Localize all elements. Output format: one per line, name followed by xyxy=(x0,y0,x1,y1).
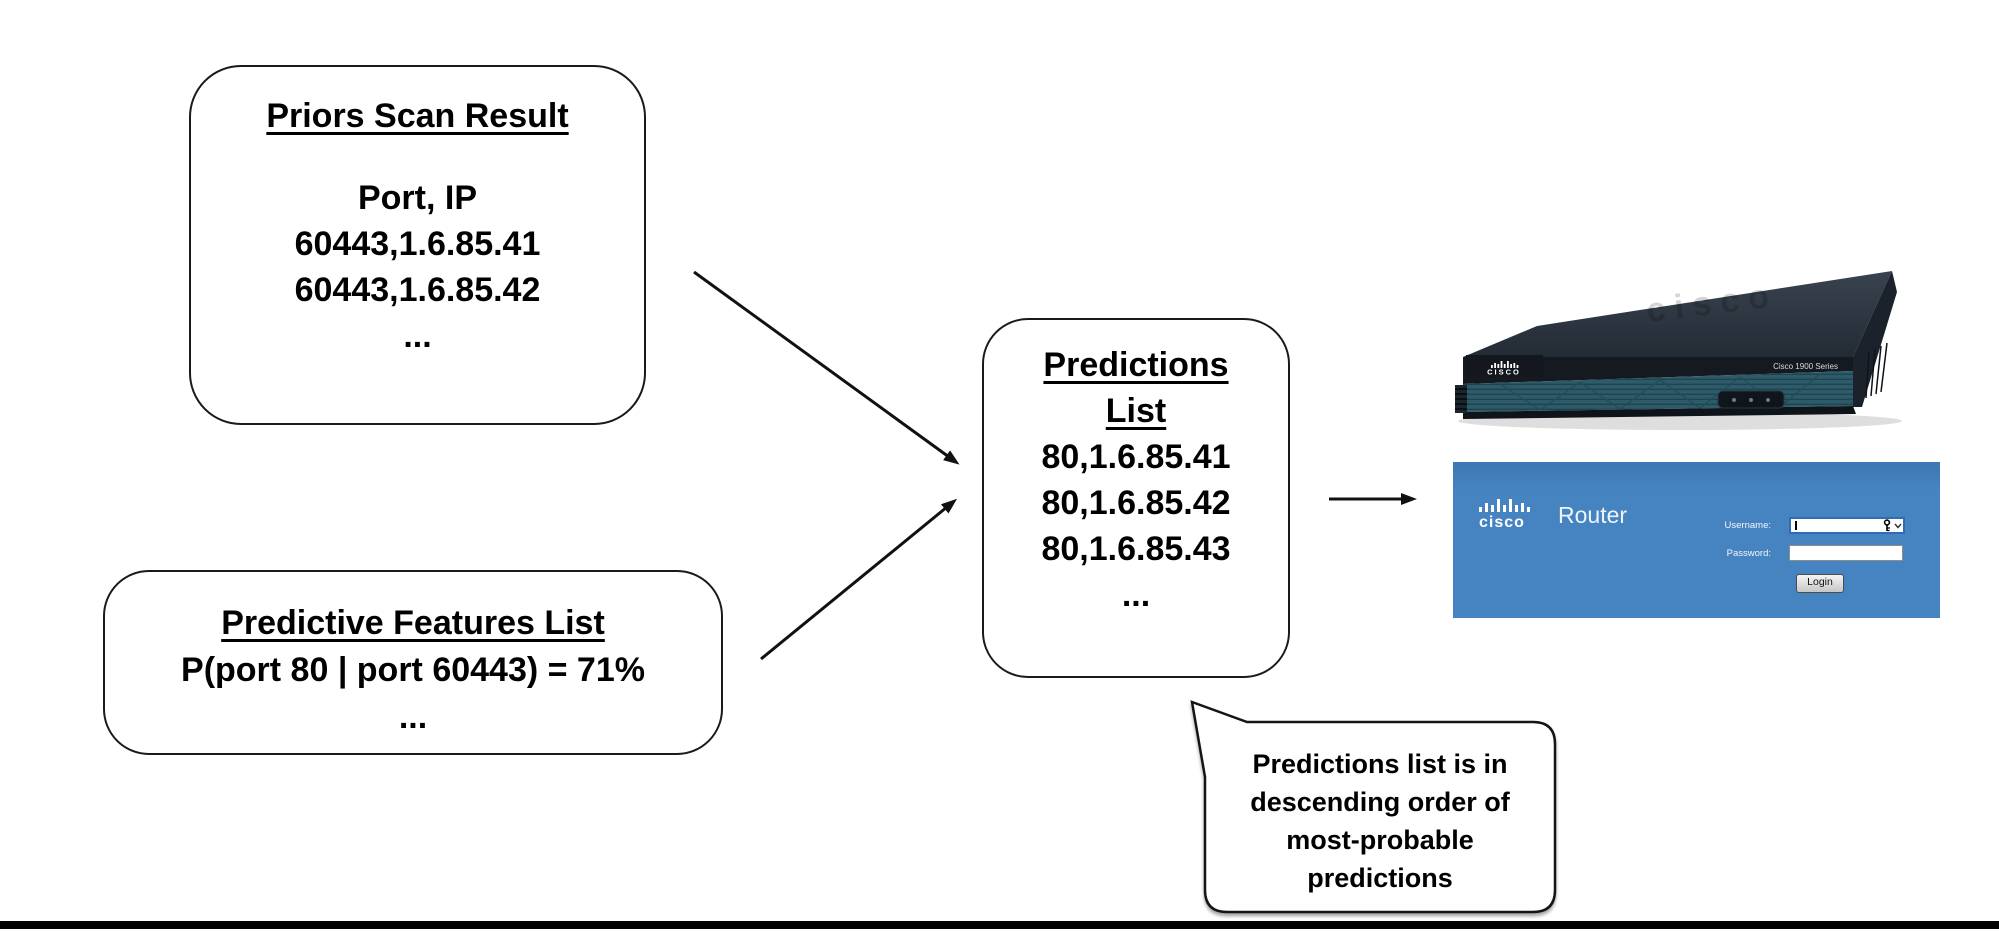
priors-line: Port, IP xyxy=(357,179,478,217)
predictive-features-box: Predictive Features List P(port 80 | por… xyxy=(103,570,723,755)
priors-line: 60443,1.6.85.41 xyxy=(294,225,541,263)
priors-box-title: Priors Scan Result xyxy=(266,97,569,135)
login-button[interactable]: Login xyxy=(1796,574,1844,593)
slide-bottom-bar xyxy=(0,921,1999,929)
router-series-label: Cisco 1900 Series xyxy=(1773,362,1838,371)
predictions-ellipsis: ... xyxy=(1121,576,1151,614)
cisco-logo-bars-icon xyxy=(1479,498,1549,512)
cisco-logo: cisco xyxy=(1479,498,1549,532)
arrow-priors-to-predictions xyxy=(693,270,960,465)
password-input[interactable] xyxy=(1789,545,1903,561)
router-photo: cisco Cisco 1900 Series xyxy=(1455,271,1902,430)
username-label: Username: xyxy=(1724,520,1771,531)
router-front-bezel xyxy=(1463,357,1853,384)
chevron-down-icon[interactable] xyxy=(1894,523,1902,529)
router-side-vents xyxy=(1865,342,1888,399)
callout-bubble xyxy=(1190,700,1557,914)
username-input[interactable] xyxy=(1789,517,1905,534)
arrow-features-to-predictions xyxy=(760,498,958,661)
priors-line: 60443,1.6.85.42 xyxy=(294,271,541,309)
login-product-title: Router xyxy=(1558,502,1628,528)
router-base xyxy=(1463,406,1856,419)
predictions-box-title: Predictions List xyxy=(1043,346,1229,430)
key-icon xyxy=(1883,519,1891,532)
spacer xyxy=(191,139,644,175)
text-caret xyxy=(1795,521,1797,530)
cisco-brand-text: cisco xyxy=(1479,514,1525,531)
features-line: P(port 80 | port 60443) = 71% xyxy=(181,651,645,689)
features-box-title: Predictive Features List xyxy=(221,604,605,642)
router-brand-text: CISCO xyxy=(1487,368,1521,377)
priors-scan-result-box: Priors Scan Result Port, IP 60443,1.6.85… xyxy=(189,65,646,425)
router-login-panel: cisco Router Username: Password: Login xyxy=(1453,462,1940,618)
features-ellipsis: ... xyxy=(398,698,428,736)
priors-ellipsis: ... xyxy=(403,317,432,355)
callout-text: Predictions list is in descending order … xyxy=(1250,749,1510,893)
router-top-face xyxy=(1463,271,1892,357)
predictions-line: 80,1.6.85.42 xyxy=(1041,484,1231,522)
predictions-line: 80,1.6.85.41 xyxy=(1041,438,1231,476)
predictions-line: 80,1.6.85.43 xyxy=(1041,530,1231,568)
router-side-face xyxy=(1853,271,1897,407)
password-label: Password: xyxy=(1726,548,1771,559)
cisco-logo-bars-plate xyxy=(1491,361,1519,368)
predictions-list-box: Predictions List 80,1.6.85.41 80,1.6.85.… xyxy=(982,318,1290,678)
